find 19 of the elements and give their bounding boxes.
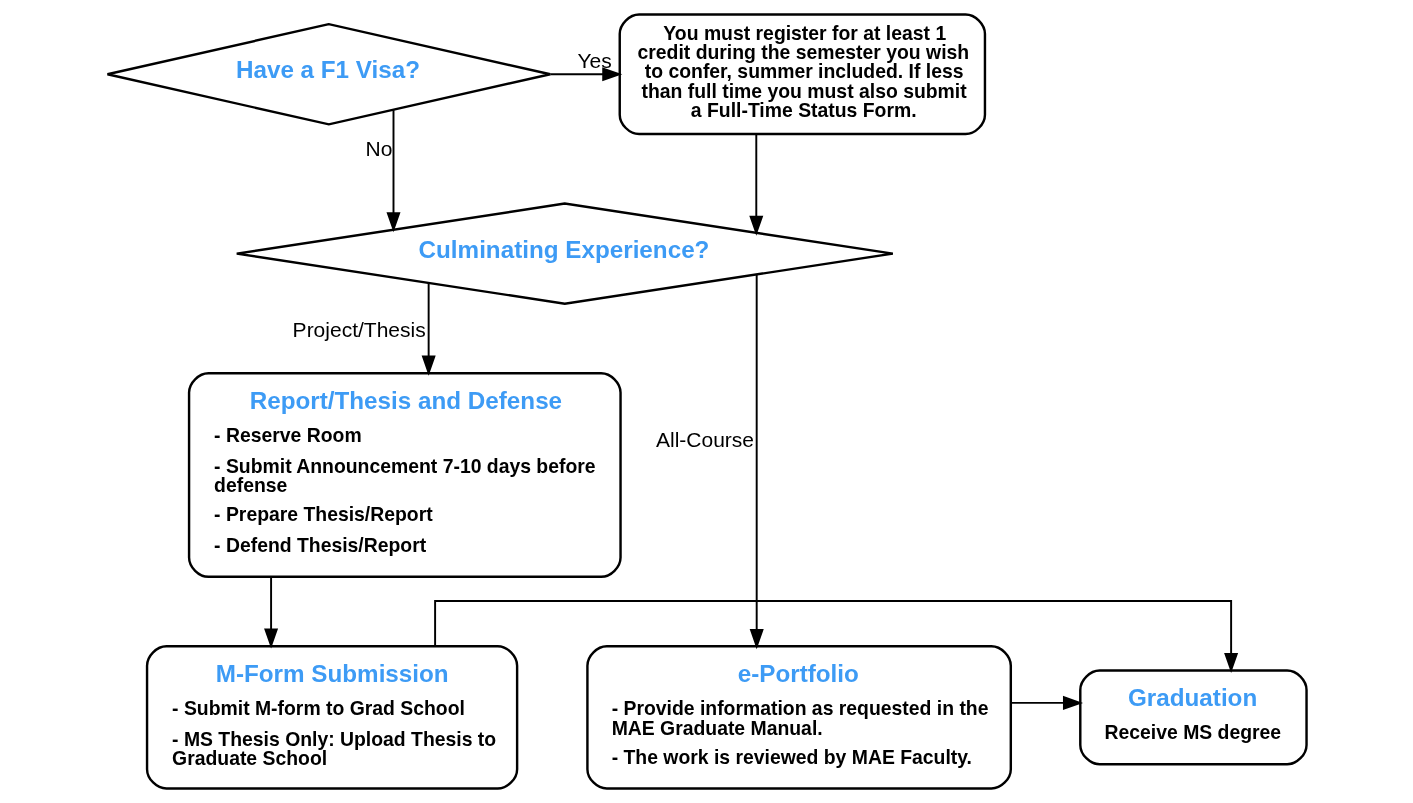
node-box: e-Portfolio - Provide information as requested in the MAE Graduate Manual. - The work is reviewed by MAE Faculty. xyxy=(585,645,1012,790)
node-box: M-Form Submission - Submit M-form to Grad School - MS Thesis Only: Upload Thesis to Graduate School xyxy=(145,645,518,790)
arrow xyxy=(749,273,764,650)
node-box: You must register for at least 1 credit during the semester you wish to confer, summer included. If less than full time you must also submit a Full-Time Status Form. xyxy=(618,13,986,136)
arrow xyxy=(263,576,278,649)
arrow xyxy=(1009,695,1083,710)
node-box: Graduation Receive MS degree xyxy=(1078,669,1308,766)
edge-label: No xyxy=(365,136,392,160)
node-diamond: Have a F1 Visa? xyxy=(105,22,551,126)
edge-label: All-Course xyxy=(655,427,754,451)
node-diamond: Culminating Experience? xyxy=(235,202,894,305)
arrow xyxy=(421,282,436,376)
edge-label: Yes xyxy=(576,49,612,73)
arrow xyxy=(385,109,400,233)
node-box: Report/Thesis and Defense - Reserve Room - Submit Announcement 7-10 days before defense - Prepare Thesis/Report - Defend Thesis/Report xyxy=(187,372,622,579)
arrow xyxy=(548,67,622,82)
arrow xyxy=(748,133,763,236)
arrow xyxy=(433,600,1238,674)
edge-label: Project/Thesis xyxy=(292,317,426,341)
